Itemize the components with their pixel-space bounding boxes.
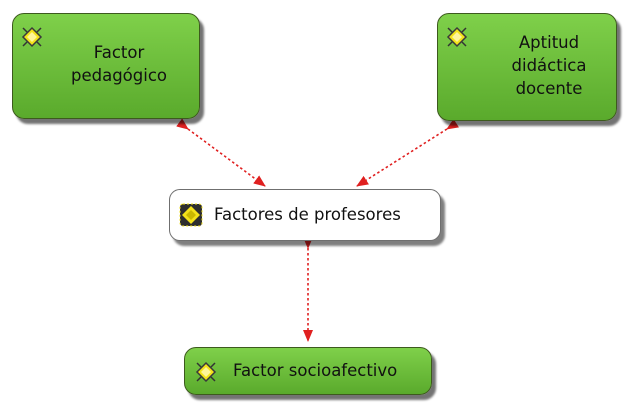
node-factores-de-profesores[interactable]: Factores de profesores [169, 189, 441, 241]
node-label-line: Factor [93, 43, 145, 62]
node-factor-pedagogico[interactable]: Factor pedagógico [12, 13, 200, 119]
node-factor-socioafectivo[interactable]: Factor socioafectivo [184, 347, 432, 395]
component-group-icon [179, 203, 203, 227]
node-label-line: pedagógico [70, 66, 167, 85]
component-icon [21, 26, 43, 48]
edge-aptitud-to-profesores[interactable] [356, 118, 459, 187]
component-icon [446, 26, 468, 48]
node-label: Factor socioafectivo [233, 361, 398, 380]
node-label: Factores de profesores [214, 205, 401, 224]
node-label-line: docente [515, 79, 583, 98]
node-label-line: didáctica [511, 56, 587, 75]
node-aptitud-didactica-docente[interactable]: Aptitud didáctica docente [437, 13, 617, 121]
node-label-line: Aptitud [518, 33, 580, 52]
edge-pedagogico-to-profesores[interactable] [176, 118, 266, 187]
component-icon [195, 361, 217, 383]
